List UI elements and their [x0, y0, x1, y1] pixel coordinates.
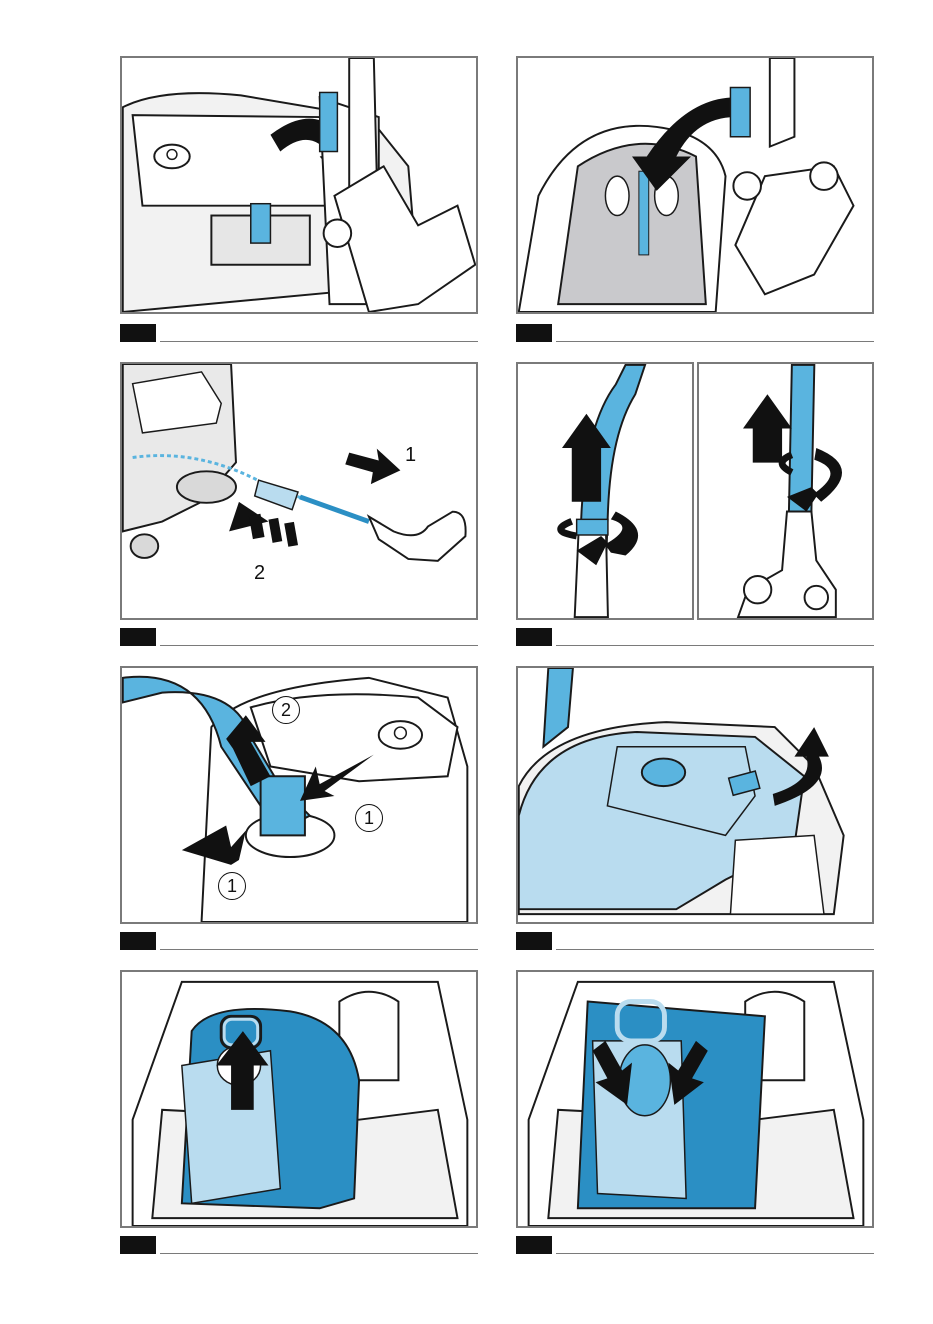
step-label-block — [120, 324, 156, 342]
figure-frame-4a — [516, 362, 694, 620]
step-label-block — [120, 628, 156, 646]
figure-frame-2 — [516, 56, 874, 314]
caption-rule — [556, 1253, 874, 1254]
vacuum-rear-park-illustration — [518, 58, 872, 312]
caption-rule — [556, 645, 874, 646]
callout-circle: 2 — [272, 696, 300, 724]
figure-frame-8 — [516, 970, 874, 1228]
figure-frame-7 — [120, 970, 478, 1228]
dust-bag-removal-illustration — [122, 972, 476, 1226]
step-label-block — [120, 1236, 156, 1254]
caption-rule — [556, 341, 874, 342]
callout-number: 2 — [254, 562, 265, 585]
figure-frame-5: 2 1 1 — [120, 666, 478, 924]
lid-open-illustration — [518, 668, 872, 922]
caption-rule — [556, 949, 874, 950]
step-label-block — [516, 628, 552, 646]
hose-twist-illustration-b — [699, 364, 872, 618]
figure-frame-1 — [120, 56, 478, 314]
figure-frame-6 — [516, 666, 874, 924]
step-label-block — [516, 932, 552, 950]
hose-twist-illustration-a — [518, 364, 692, 618]
figure-frame-4b — [697, 362, 874, 620]
step-label-block — [516, 1236, 552, 1254]
callout-circle: 1 — [355, 804, 383, 832]
caption-rule — [160, 949, 478, 950]
caption-rule — [160, 645, 478, 646]
callout-number: 1 — [405, 444, 416, 467]
vacuum-handle-park-illustration — [122, 58, 476, 312]
caption-rule — [160, 1253, 478, 1254]
dust-bag-insert-illustration — [518, 972, 872, 1226]
step-label-block — [120, 932, 156, 950]
cord-rewind-illustration — [122, 364, 476, 618]
caption-rule — [160, 341, 478, 342]
figure-frame-3: 1 2 — [120, 362, 478, 620]
step-label-block — [516, 324, 552, 342]
callout-circle: 1 — [218, 872, 246, 900]
